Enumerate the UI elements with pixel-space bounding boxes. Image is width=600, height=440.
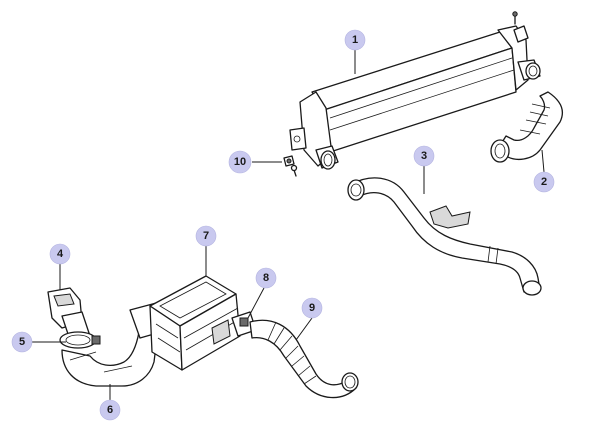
callout-4: 4 xyxy=(49,243,71,290)
callout-2-label: 2 xyxy=(541,176,547,188)
air-cleaner-assembly[interactable] xyxy=(149,275,241,371)
hose-clamp[interactable] xyxy=(59,331,101,349)
callout-3-label: 3 xyxy=(421,150,427,162)
intercooler-outlet-hose[interactable] xyxy=(490,91,563,163)
intercooler[interactable] xyxy=(289,11,541,170)
callout-8: 8 xyxy=(247,267,277,319)
callout-10: 10 xyxy=(228,150,282,174)
callout-8-label: 8 xyxy=(263,272,269,284)
callout-6: 6 xyxy=(99,384,121,421)
fasteners[interactable] xyxy=(283,155,298,177)
callout-5-label: 5 xyxy=(19,336,25,348)
callout-4-label: 4 xyxy=(57,248,64,260)
callout-2: 2 xyxy=(533,149,555,193)
charge-air-tube[interactable] xyxy=(347,177,542,296)
airflow-sensor[interactable] xyxy=(231,311,257,337)
callout-10-label: 10 xyxy=(234,156,246,168)
callout-7-label: 7 xyxy=(203,230,209,242)
callout-1: 1 xyxy=(344,29,366,74)
callout-3: 3 xyxy=(413,145,435,194)
callout-9-label: 9 xyxy=(309,302,315,314)
callout-5: 5 xyxy=(11,331,66,353)
callout-7: 7 xyxy=(195,225,217,276)
callout-6-label: 6 xyxy=(107,404,113,416)
corrugated-intake-hose[interactable] xyxy=(249,319,359,399)
callout-1-label: 1 xyxy=(352,34,358,46)
callout-9: 9 xyxy=(295,297,323,341)
